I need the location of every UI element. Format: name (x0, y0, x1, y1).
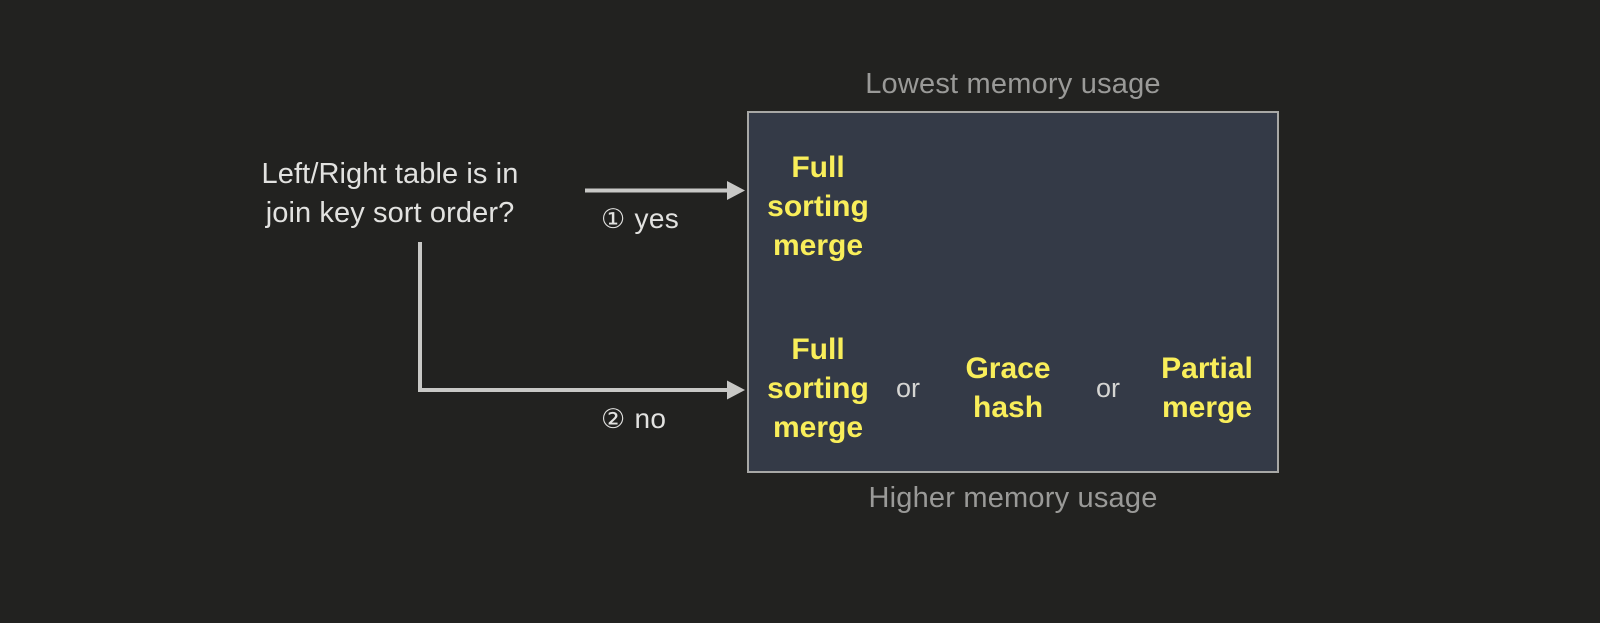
sorted-input-options-row: Full sorting merge (749, 131, 1287, 281)
branch-text-yes: yes (634, 203, 679, 234)
join-options-panel: Full sorting merge Full sorting merge or… (747, 111, 1279, 473)
arrowhead-no (727, 380, 745, 400)
option-full-sorting-merge-sorted: Full sorting merge (767, 150, 869, 262)
caption-lowest-memory: Lowest memory usage (865, 68, 1161, 100)
question-line-1: Left/Right table is in (261, 158, 519, 190)
arrowhead-yes (727, 181, 745, 200)
option-full-sorting-merge-unsorted: Full sorting merge (767, 332, 869, 444)
branch-label-no: ② no (601, 403, 666, 435)
branch-text-no: no (634, 403, 667, 434)
branch-label-yes: ① yes (601, 203, 679, 235)
option-grace-hash: Grace hash (965, 352, 1051, 424)
caption-higher-memory: Higher memory usage (868, 482, 1158, 514)
option-separator-2: or (1096, 372, 1121, 403)
decision-question: Left/Right table is in join key sort ord… (210, 155, 570, 232)
option-separator-1: or (896, 372, 921, 403)
branch-marker-2: ② (601, 404, 626, 435)
connector-no-line (418, 242, 727, 392)
unsorted-input-options-row: Full sorting merge or Grace hash or Part… (749, 313, 1287, 463)
option-partial-merge: Partial merge (1161, 352, 1253, 424)
branch-marker-1: ① (601, 204, 626, 235)
question-line-2: join key sort order? (265, 196, 515, 229)
